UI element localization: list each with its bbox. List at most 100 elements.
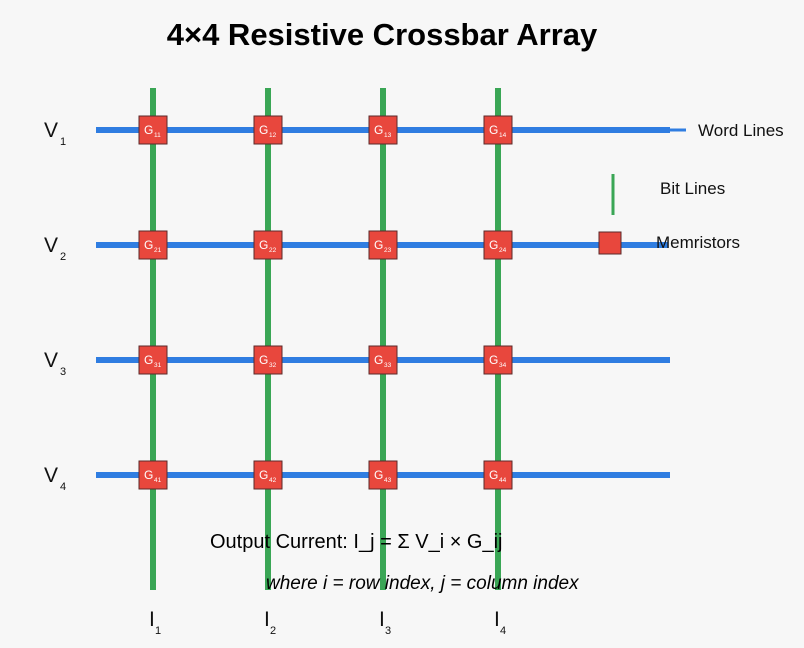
- memristor-box: [483, 115, 513, 145]
- bit-lines: [150, 88, 501, 590]
- memristor-label-sub: 14: [499, 132, 507, 139]
- index-note: where i = row index, j = column index: [266, 573, 580, 594]
- legend-bit-lines-label: Bit Lines: [660, 179, 725, 198]
- memristor-box: [368, 345, 398, 375]
- memristor-label: G: [144, 353, 153, 367]
- memristor-box: [368, 460, 398, 490]
- memristor-label-sub: 33: [384, 362, 392, 369]
- memristor-label: G: [374, 468, 383, 482]
- row-label-sub: 2: [60, 251, 66, 263]
- memristor-label-sub: 22: [269, 247, 277, 254]
- memristor-label: G: [259, 353, 268, 367]
- memristor-box: [253, 230, 283, 260]
- row-label-main: V: [44, 119, 58, 142]
- memristor-label-sub: 44: [499, 477, 507, 484]
- legend: Word Lines Bit Lines Memristors: [598, 121, 784, 255]
- memristor-box: [138, 115, 168, 145]
- memristor-label-sub: 31: [154, 362, 162, 369]
- legend-memristors-label: Memristors: [656, 233, 740, 252]
- memristor-box: [253, 345, 283, 375]
- memristor-box: [483, 345, 513, 375]
- memristor-label: G: [374, 238, 383, 252]
- memristor-label: G: [144, 468, 153, 482]
- memristor-label: G: [144, 238, 153, 252]
- memristor-box: [253, 115, 283, 145]
- column-label-sub: 1: [155, 625, 161, 637]
- memristor-label: G: [259, 123, 268, 137]
- memristor-label: G: [489, 123, 498, 137]
- memristor-label: G: [489, 468, 498, 482]
- memristor-label-sub: 41: [154, 477, 162, 484]
- output-current-formula: Output Current: I_j = Σ V_i × G_ij: [210, 531, 503, 553]
- memristor-label-sub: 11: [154, 132, 161, 139]
- row-label-main: V: [44, 234, 58, 257]
- memristor-label: G: [489, 353, 498, 367]
- memristor-label: G: [489, 238, 498, 252]
- memristor-label-sub: 32: [269, 362, 277, 369]
- column-label-main: I: [494, 608, 500, 631]
- memristor-box: [138, 460, 168, 490]
- memristor-label: G: [374, 123, 383, 137]
- memristor-box: [483, 230, 513, 260]
- row-label-main: V: [44, 464, 58, 487]
- column-label-sub: 2: [270, 625, 276, 637]
- memristor-label: G: [259, 468, 268, 482]
- memristor-label-sub: 23: [384, 247, 392, 254]
- memristor-box: [253, 460, 283, 490]
- legend-memristor-swatch: [598, 231, 622, 255]
- column-label-sub: 3: [385, 625, 391, 637]
- diagram-title: 4×4 Resistive Crossbar Array: [167, 17, 598, 52]
- row-label-sub: 4: [60, 481, 66, 493]
- row-label-sub: 1: [60, 136, 66, 148]
- memristor-label-sub: 13: [384, 132, 392, 139]
- memristor-label-sub: 12: [269, 132, 277, 139]
- column-label-main: I: [149, 608, 155, 631]
- memristor-label: G: [259, 238, 268, 252]
- memristor-label-sub: 43: [384, 477, 392, 484]
- column-label-sub: 4: [500, 625, 506, 637]
- memristor-label-sub: 34: [499, 362, 507, 369]
- memristor-label: G: [374, 353, 383, 367]
- column-label-main: I: [264, 608, 270, 631]
- memristor-label-sub: 21: [154, 247, 162, 254]
- memristor-label: G: [144, 123, 153, 137]
- column-label-main: I: [379, 608, 385, 631]
- memristor-box: [368, 230, 398, 260]
- memristor-box: [138, 345, 168, 375]
- legend-word-lines-label: Word Lines: [698, 121, 784, 140]
- memristor-box: [368, 115, 398, 145]
- row-label-sub: 3: [60, 366, 66, 378]
- memristor-label-sub: 24: [499, 247, 507, 254]
- row-label-main: V: [44, 349, 58, 372]
- memristor-label-sub: 42: [269, 477, 277, 484]
